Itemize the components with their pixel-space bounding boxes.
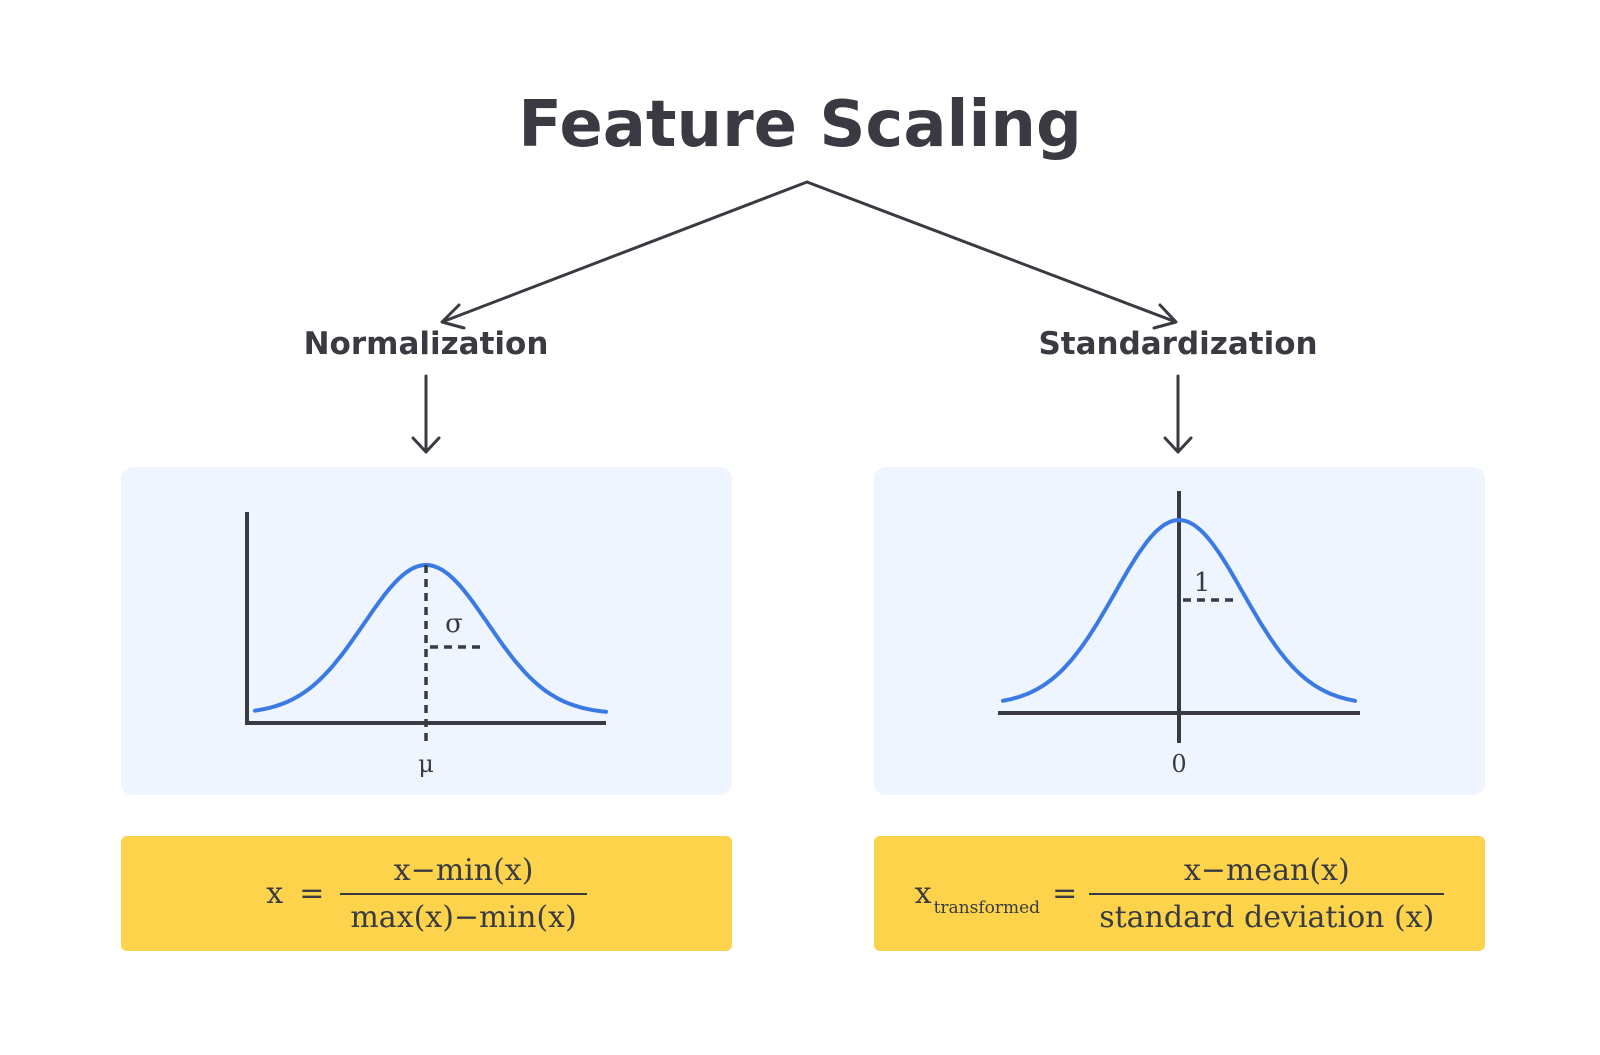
formula-equals: = — [1052, 876, 1078, 911]
page-title: Feature Scaling — [518, 88, 1082, 162]
normalization-graph: σ μ — [121, 467, 732, 795]
arrow-to-normalization — [440, 180, 809, 330]
standardization-formula: x transformed = x−mean(x) standard devia… — [874, 836, 1485, 951]
standardization-label: Standardization — [1038, 326, 1318, 362]
arrow-down-standardization — [1163, 374, 1193, 454]
bell-curve — [253, 563, 608, 714]
normalization-label: Normalization — [303, 326, 549, 362]
formula-lhs-subscript: transformed — [933, 897, 1041, 918]
formula-lhs: x transformed — [914, 876, 1040, 918]
formula-numerator: x−min(x) — [393, 852, 534, 888]
formula-denominator: standard deviation (x) — [1089, 892, 1445, 935]
formula-denominator: max(x)−min(x) — [340, 892, 587, 935]
zero-label: 0 — [1171, 750, 1186, 778]
formula-fraction: x−mean(x) standard deviation (x) — [1089, 852, 1445, 935]
arrow-down-normalization — [411, 374, 441, 454]
bell-curve — [1001, 517, 1357, 703]
formula-numerator: x−mean(x) — [1183, 852, 1350, 888]
mean-label: μ — [418, 750, 434, 778]
y-axis — [245, 512, 606, 725]
unit-label: 1 — [1194, 568, 1211, 598]
normalization-formula: x = x−min(x) max(x)−min(x) — [121, 836, 732, 951]
standardization-graph: 1 0 — [874, 467, 1485, 795]
arrow-to-standardization — [805, 180, 1178, 330]
formula-lhs-symbol: x — [914, 876, 932, 911]
formula-fraction: x−min(x) max(x)−min(x) — [340, 852, 587, 935]
formula-equals: = — [299, 876, 325, 911]
formula-lhs: x — [266, 876, 284, 911]
sd-label: σ — [445, 609, 463, 639]
